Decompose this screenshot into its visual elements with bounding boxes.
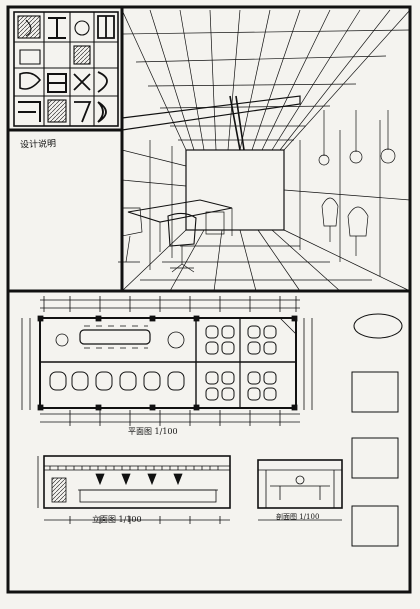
detail-boxes bbox=[351, 313, 403, 547]
design-notes-label: 设计说明 bbox=[19, 139, 57, 151]
outer-frame bbox=[6, 5, 412, 594]
elevation-title: 立面图 1/100 bbox=[92, 515, 142, 524]
elevation-drawing bbox=[37, 455, 231, 524]
perspective-drawing bbox=[118, 9, 411, 292]
section-title: 剖面图 1/100 bbox=[276, 513, 320, 521]
plan-title: 平面图 1/100 bbox=[128, 427, 178, 436]
section-drawing bbox=[257, 459, 343, 521]
title-artwork bbox=[13, 11, 119, 127]
floor-plan bbox=[21, 296, 313, 426]
